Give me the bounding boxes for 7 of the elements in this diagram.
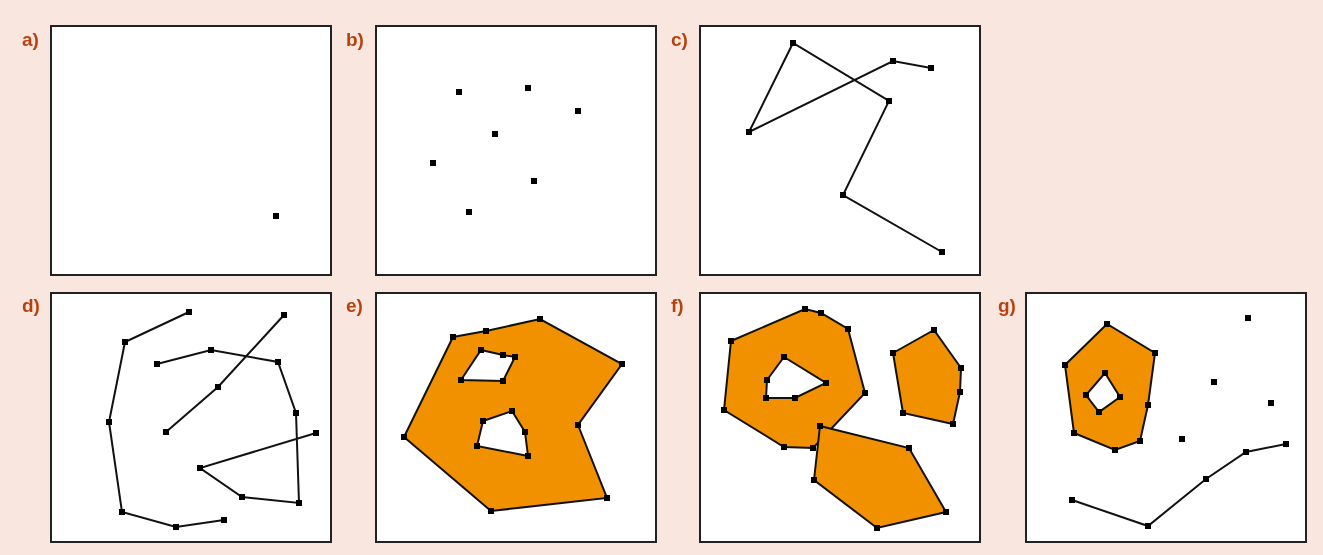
- panel-label: c): [671, 30, 688, 50]
- panel-label: g): [998, 296, 1016, 316]
- panel-label: e): [346, 296, 363, 316]
- panel-label: a): [22, 30, 39, 50]
- panel-label: b): [346, 30, 364, 50]
- panel-label: f): [671, 296, 684, 316]
- panel-label: d): [22, 296, 40, 316]
